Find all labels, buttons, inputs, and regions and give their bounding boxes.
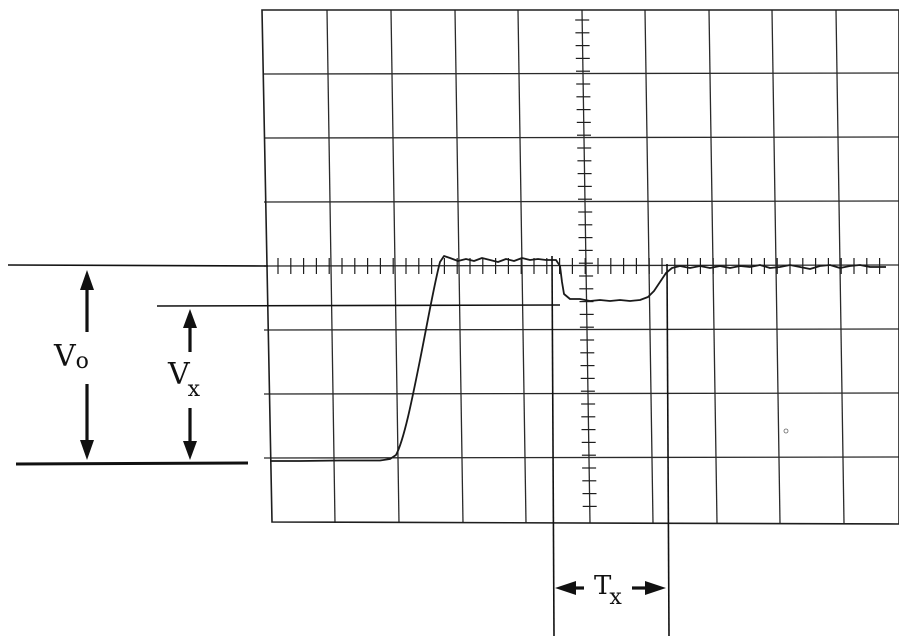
vo-double-arrow <box>80 270 94 460</box>
graticule-frame <box>261 9 899 525</box>
graticule-vertical-line <box>390 9 400 524</box>
vo-label: Vo <box>53 339 89 374</box>
graticule-horizontal-line <box>263 136 899 139</box>
graticule-vertical-line <box>517 9 527 524</box>
top-reference-line <box>7 264 269 267</box>
tx-double-arrow <box>555 581 666 595</box>
tx-label-main: T <box>594 571 612 601</box>
vo-label-main: V <box>53 339 77 374</box>
graticule-vertical-line <box>581 9 591 524</box>
tx-end-marker-line <box>666 263 670 637</box>
graticule-horizontal-line <box>263 200 899 203</box>
vx-label-subscript: x <box>188 377 201 402</box>
tx-start-marker-line <box>551 255 555 637</box>
center-axis-ticks <box>277 19 881 507</box>
vo-arrow-up-head <box>80 270 94 290</box>
graticule-horizontal-line <box>263 328 899 331</box>
vo-arrow-down-head <box>80 440 94 460</box>
vx-label: Vx <box>167 357 201 402</box>
graticule-vertical-line <box>454 9 464 524</box>
step-response-waveform <box>270 255 886 462</box>
graticule-horizontal-lines <box>263 72 899 459</box>
tx-arrow-left-head <box>555 581 576 595</box>
vx-arrow-down-head <box>183 441 197 460</box>
graticule-horizontal-line <box>263 392 899 395</box>
vo-label-subscript: o <box>76 349 89 374</box>
graticule-horizontal-line <box>263 72 899 75</box>
dip-reference-line <box>156 304 561 307</box>
stray-speck <box>783 428 789 434</box>
vx-label-main: V <box>167 357 191 392</box>
baseline-reference-line <box>15 461 249 466</box>
tx-arrow-right-head <box>645 581 666 595</box>
tx-label: Tx <box>594 571 622 610</box>
vx-double-arrow <box>183 309 197 460</box>
graticule-horizontal-line <box>263 456 899 459</box>
graticule-vertical-line <box>835 9 845 524</box>
vx-arrow-up-head <box>183 309 197 328</box>
tx-label-subscript: x <box>609 585 622 610</box>
graticule-horizontal-line <box>263 264 899 267</box>
